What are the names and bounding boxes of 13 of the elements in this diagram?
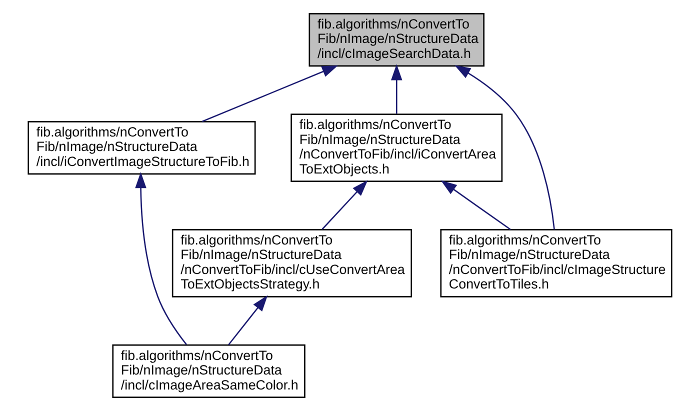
node-box: fib.algorithms/nConvertTo Fib/nImage/nStructureData /nConvertToFib/incl/iConvertArea ToExtObjects.h	[290, 114, 503, 182]
arrow	[135, 172, 187, 345]
node-box: fib.algorithms/nConvertTo Fib/nImage/nStructureData /incl/cImageAreaSameColor.h	[112, 344, 306, 398]
node-box: fib.algorithms/nConvertTo Fib/nImage/nStructureData /incl/iConvertImageStructureToFib.h	[28, 120, 256, 175]
arrow	[440, 180, 511, 230]
arrow	[202, 65, 338, 122]
node-box: fib.algorithms/nConvertTo Fib/nImage/nStructureData /incl/cImageSearchData.h	[308, 13, 484, 67]
arrow	[228, 295, 268, 346]
arrow	[390, 64, 402, 114]
node-box: fib.algorithms/nConvertTo Fib/nImage/nStructureData /nConvertToFib/incl/cUseConvertArea ToExtObjectsStrategy.h	[172, 228, 412, 298]
node-box: fib.algorithms/nConvertTo Fib/nImage/nStructureData /nConvertToFib/incl/cImageStructure ConvertToTiles.h	[440, 228, 672, 298]
arrow	[454, 65, 555, 230]
arrow	[322, 180, 368, 230]
